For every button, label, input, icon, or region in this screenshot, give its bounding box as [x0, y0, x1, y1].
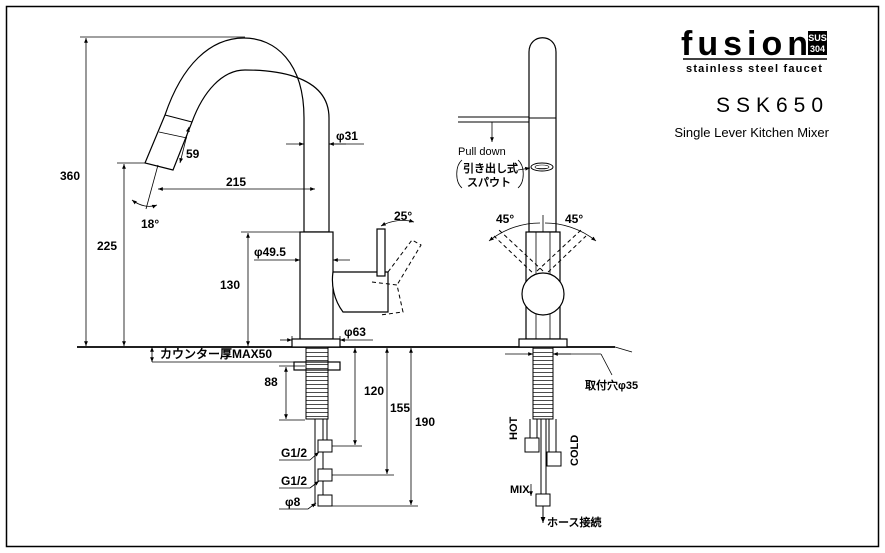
brand-logo: fusion — [681, 25, 813, 63]
threaded-shank — [305, 346, 329, 420]
lever-swing — [387, 239, 422, 286]
product-description: Single Lever Kitchen Mixer — [674, 125, 829, 140]
dim-body-diameter: φ49.5 — [254, 245, 286, 259]
sus-badge — [808, 31, 827, 55]
dim-spout-angle: 18° — [141, 217, 159, 231]
base-flange — [291, 338, 341, 348]
tube-diameter-label: φ8 — [285, 495, 301, 509]
pull-down-jp-1: 引き出し式 — [463, 161, 518, 175]
title-block: fusion SUS 304 stainless steel faucet SS… — [674, 25, 829, 140]
cold-fitting — [546, 451, 562, 467]
front-shank — [532, 346, 554, 420]
dim-120: 120 — [364, 384, 384, 398]
lever-swing-left — [498, 229, 544, 272]
lever-swing-left — [493, 235, 538, 278]
hose-connection-label: ホース接続 — [547, 515, 601, 529]
front-view — [493, 37, 587, 523]
dim-spout-height: 225 — [97, 239, 117, 253]
pull-down-bracket — [456, 159, 463, 189]
front-lever-hub — [521, 272, 565, 316]
front-nozzle-inner — [534, 164, 550, 170]
hot-label: HOT — [508, 417, 520, 441]
dim-pipe-diameter: φ31 — [336, 129, 358, 143]
fitting-3 — [317, 494, 333, 507]
lever-angle-right: 45° — [565, 212, 583, 226]
spout-tube-seam — [164, 114, 193, 123]
lever-swing-right — [542, 235, 587, 278]
hot-fitting — [524, 437, 540, 453]
dim-spout-tip: 59 — [186, 147, 200, 161]
dim-shank-length: 88 — [264, 375, 278, 389]
counter-line-fade — [614, 346, 633, 353]
mix-label: MIX — [510, 484, 530, 496]
pull-down-bracket — [517, 159, 524, 189]
lever-swing-right — [536, 229, 582, 272]
mix-fitting — [535, 493, 551, 507]
drawing-frame — [5, 5, 880, 548]
front-base — [518, 338, 568, 348]
pull-down-label: Pull down — [458, 146, 506, 158]
thread-label-2: G1/2 — [281, 474, 307, 488]
fitting-2 — [317, 468, 333, 482]
faucet-body — [299, 231, 334, 340]
fitting-1 — [317, 439, 333, 453]
front-spout — [528, 37, 557, 233]
brand-subtitle: stainless steel faucet — [686, 63, 823, 75]
lever-angle-left: 45° — [496, 212, 514, 226]
lever-swing — [371, 281, 404, 316]
lever-hub — [331, 271, 389, 313]
dim-190: 190 — [415, 415, 435, 429]
side-dimensions: 360 225 130 215 59 18° φ31 φ49.5 φ63 — [60, 36, 435, 510]
dim-base-diameter: φ63 — [344, 325, 366, 339]
lever-handle — [376, 228, 386, 277]
dim-total-height: 360 — [60, 169, 80, 183]
cold-label: COLD — [569, 435, 581, 466]
dim-counter-thickness: カウンター厚MAX50 — [160, 347, 272, 361]
thread-label-1: G1/2 — [281, 446, 307, 460]
dim-spout-reach: 215 — [226, 175, 246, 189]
mount-hole-label: 取付穴φ35 — [585, 378, 638, 392]
front-labels: Pull down 引き出し式 スパウト 45° 45° 取付穴φ35 HOT … — [456, 116, 638, 529]
badge-bottom: 304 — [810, 44, 825, 54]
dim-155: 155 — [390, 401, 410, 415]
pull-down-jp-2: スパウト — [467, 176, 511, 189]
side-view — [144, 37, 422, 507]
badge-top: SUS — [808, 33, 827, 43]
dim-body-height: 130 — [220, 278, 240, 292]
model-number: SSK650 — [716, 94, 829, 117]
dim-lever-angle: 25° — [394, 209, 412, 223]
